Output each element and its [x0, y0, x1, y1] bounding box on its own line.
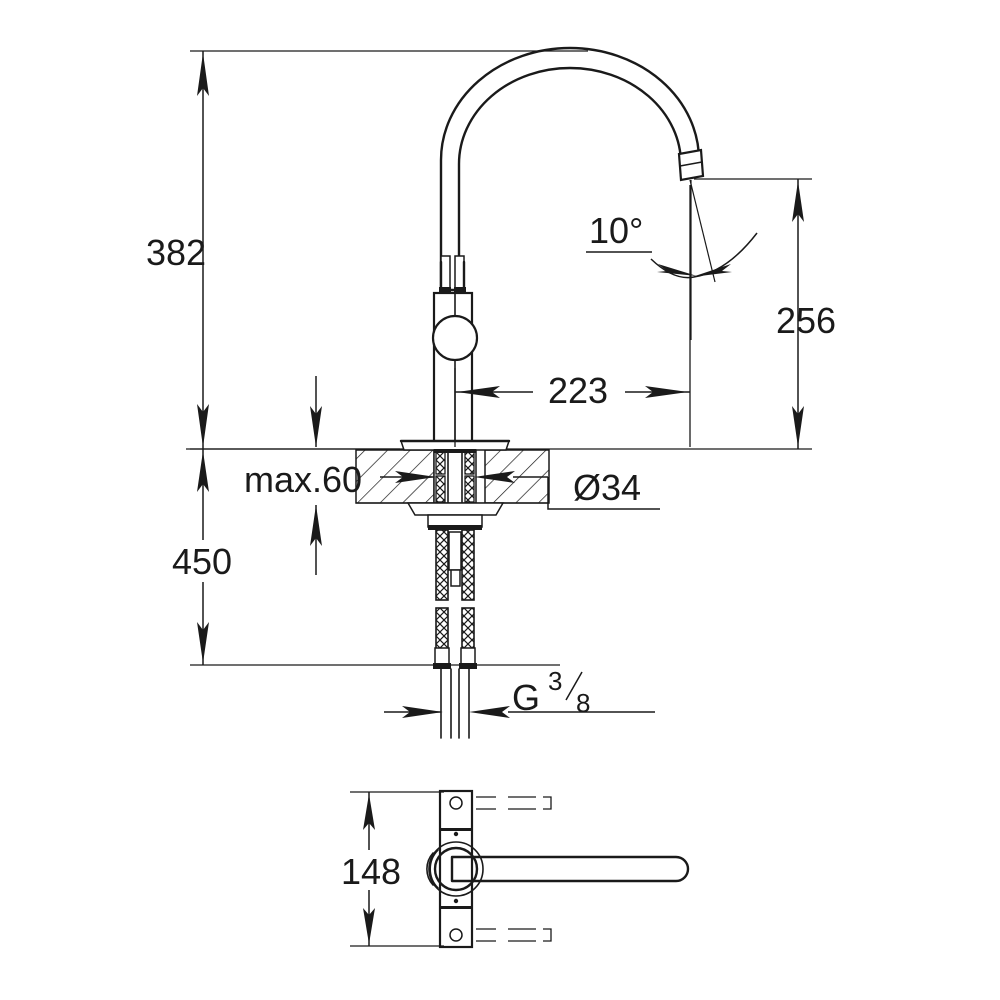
detail-view-lever-handle — [450, 855, 690, 883]
spout-outlet-aerator — [677, 148, 705, 182]
dimension-256: 256 — [694, 178, 836, 449]
thread-label-prefix: G — [512, 677, 540, 718]
thread-label-numerator: 3 — [548, 666, 562, 696]
dimension-450-label: 450 — [172, 541, 232, 582]
annotation-outlet-angle: 10° — [586, 179, 758, 340]
detail-view-body-strip — [438, 789, 474, 949]
annotation-hole-diameter: Ø34 — [474, 467, 660, 510]
thread-label-denominator: 8 — [576, 688, 590, 718]
spout-gooseneck — [439, 46, 701, 292]
flexible-hose-lower — [433, 607, 477, 739]
annotation-angle-label: 10° — [589, 210, 643, 251]
dimension-148-label: 148 — [341, 851, 401, 892]
dimension-382-label: 382 — [146, 232, 206, 273]
fixing-nut-assembly — [406, 502, 505, 530]
dimension-223-value: 223 — [548, 370, 608, 411]
threaded-shank — [433, 449, 477, 504]
detail-view-hidden-lines-top — [476, 796, 552, 810]
annotation-max-counter-thickness: max.60 — [244, 376, 436, 575]
dimension-382: 382 — [146, 50, 588, 449]
dimension-256-label: 256 — [776, 300, 836, 341]
annotation-max60-label: max.60 — [244, 459, 362, 500]
annotation-diameter-label: Ø34 — [573, 467, 641, 508]
flexible-hose-upper — [435, 529, 475, 601]
dimension-450: 450 — [152, 448, 560, 666]
dimension-223: 223 223 — [454, 185, 691, 447]
detail-view-hidden-lines-bottom — [476, 928, 552, 942]
annotation-thread-size: G 3 8 — [384, 666, 655, 718]
dimension-148: 148 — [326, 791, 444, 947]
detail-view-lever-pivot — [426, 841, 484, 897]
